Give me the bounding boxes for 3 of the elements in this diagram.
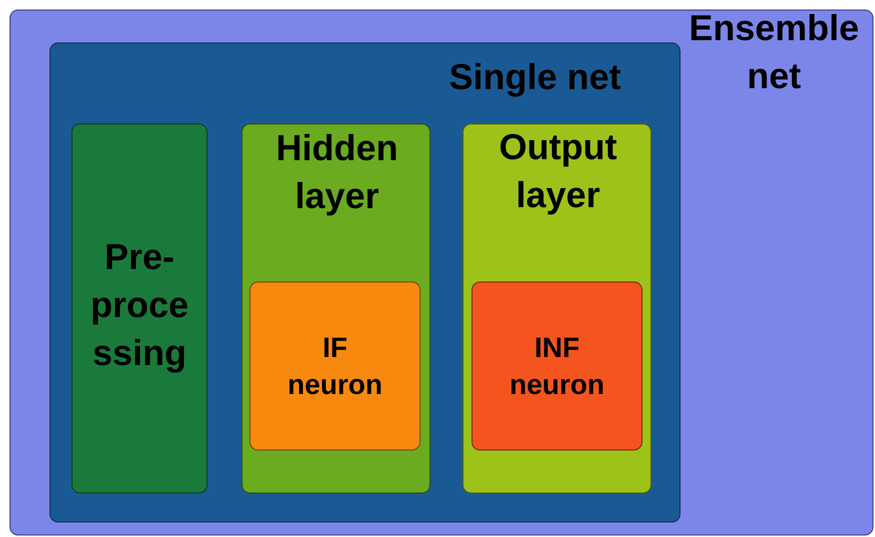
stage-box: Pre- proce ssing — [72, 124, 208, 494]
neuron-box: INF neuron — [472, 281, 642, 450]
neuron-box: IF neuron — [250, 281, 420, 450]
